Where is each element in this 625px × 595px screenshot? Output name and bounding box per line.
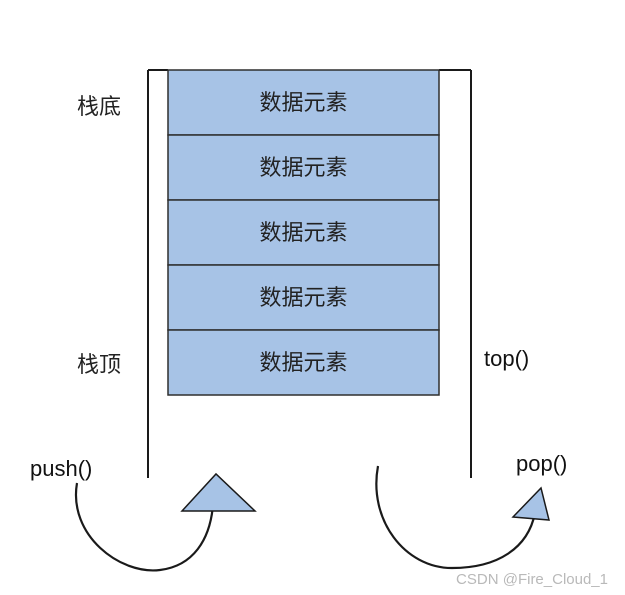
pop-function-label: pop() xyxy=(516,451,567,476)
stack-cell-label: 数据元素 xyxy=(259,91,347,116)
stack-cell: 数据元素 xyxy=(167,69,440,136)
watermark-text: CSDN @Fire_Cloud_1 xyxy=(456,571,608,588)
pop-arrow-icon xyxy=(375,465,550,570)
stack-cell: 数据元素 xyxy=(167,264,440,331)
stack-cell-label: 数据元素 xyxy=(259,221,347,246)
top-function-label: top() xyxy=(484,346,529,371)
push-arrow-icon xyxy=(74,472,257,572)
stack-top-label: 栈顶 xyxy=(77,353,121,378)
stack-cell: 数据元素 xyxy=(167,199,440,266)
stack-cell-label: 数据元素 xyxy=(259,156,347,181)
stack-cells: 数据元素 数据元素 数据元素 数据元素 数据元素 xyxy=(167,69,440,396)
stack-cell: 数据元素 xyxy=(167,134,440,201)
stack-cell-label: 数据元素 xyxy=(259,351,347,376)
stack-cell: 数据元素 xyxy=(167,329,440,396)
push-function-label: push() xyxy=(30,456,92,481)
stack-cell-label: 数据元素 xyxy=(259,286,347,311)
stack-bottom-label: 栈底 xyxy=(77,95,121,120)
